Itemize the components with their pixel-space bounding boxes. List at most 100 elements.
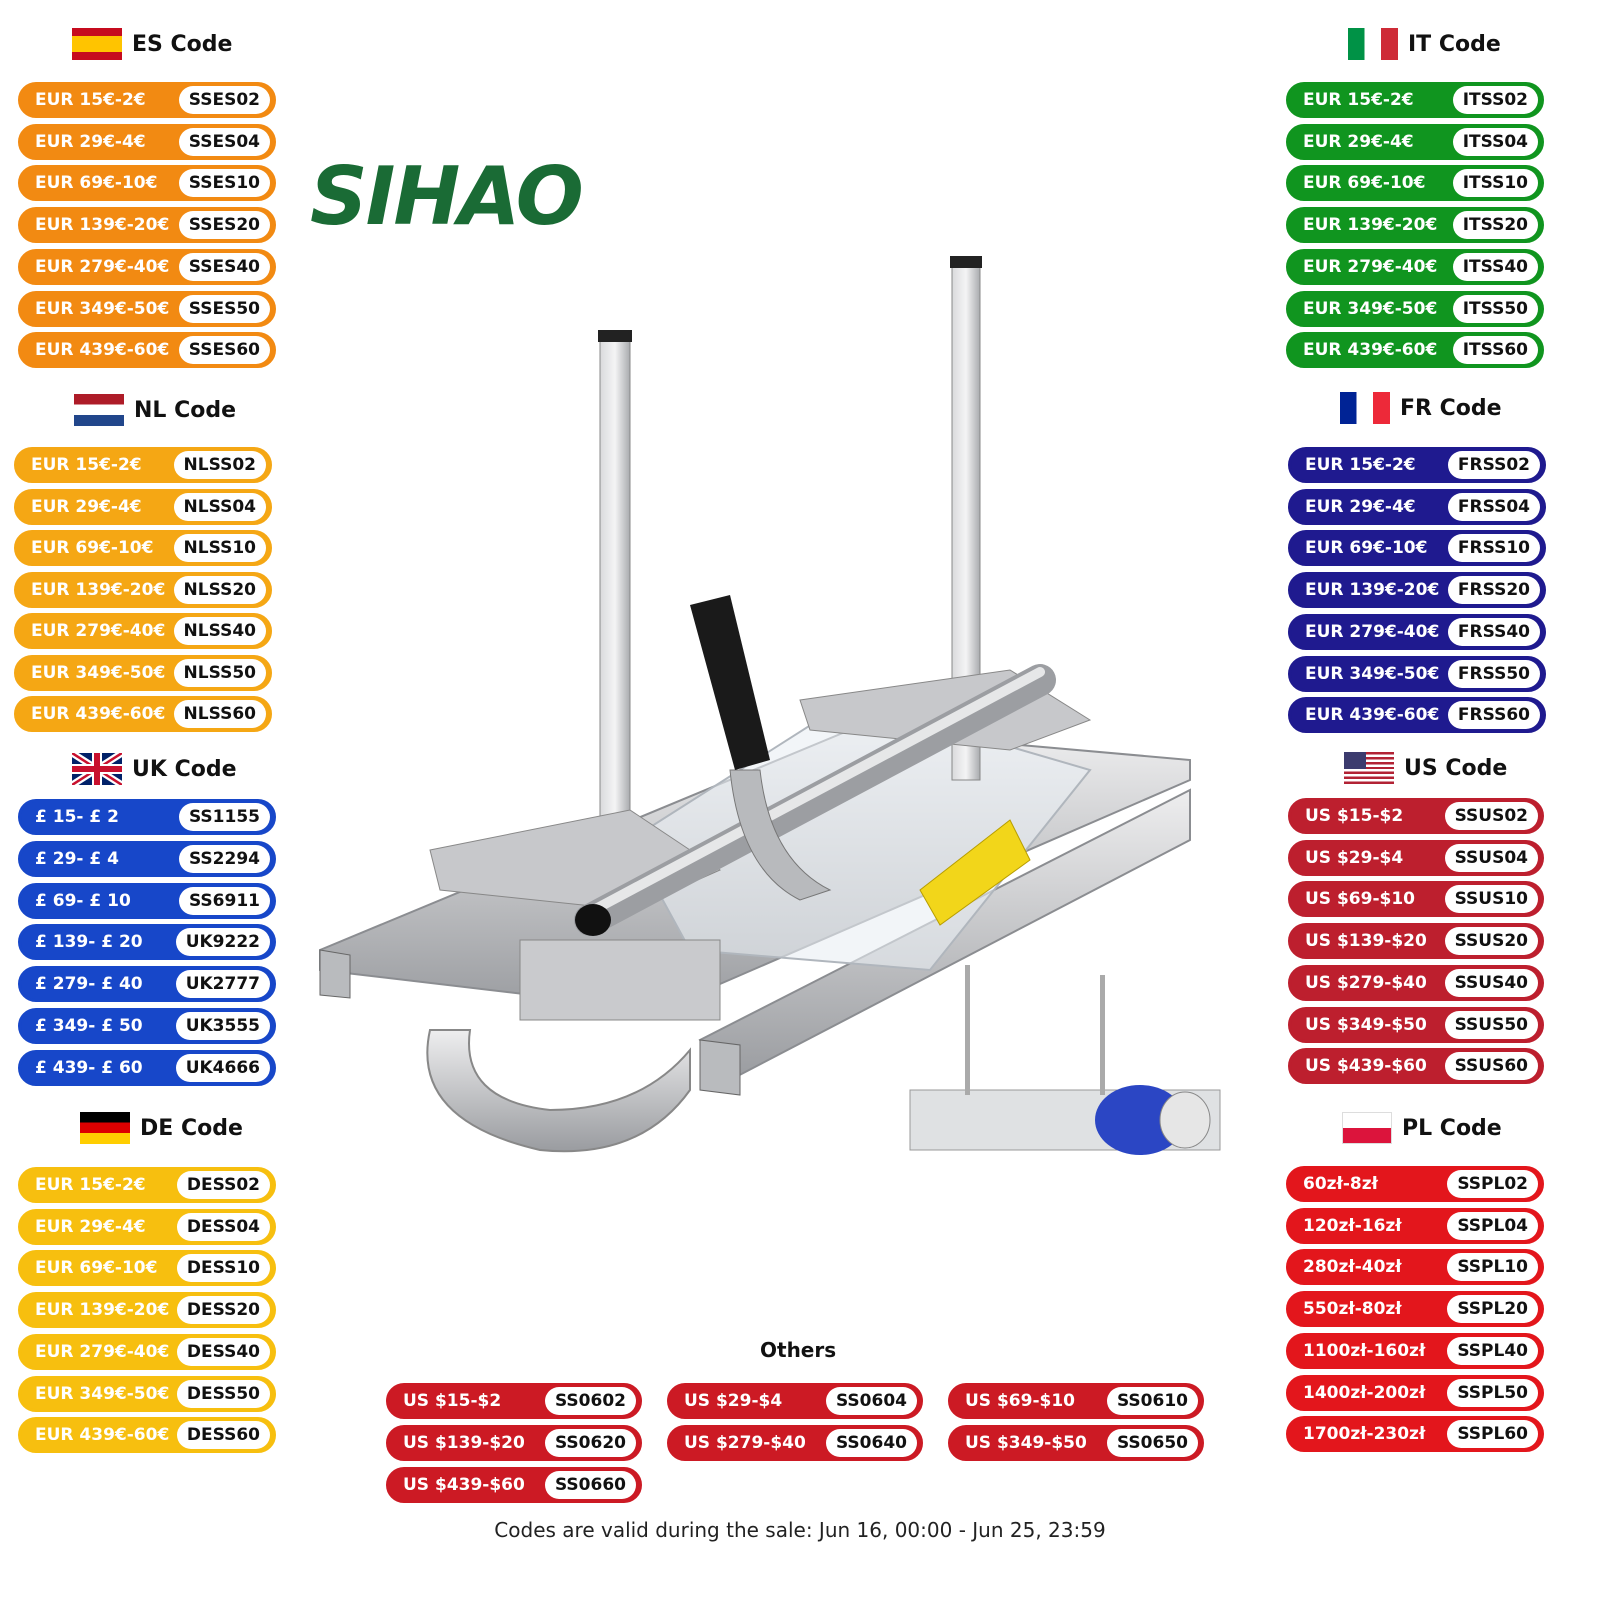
coupon-code: ITSS02 [1452, 86, 1538, 114]
coupon-code: NLSS50 [173, 658, 266, 687]
es-header: ES Code [72, 28, 232, 60]
coupon-price: EUR 349€-50€ [1303, 298, 1438, 319]
de-coupon-row: EUR 439€-60€ DESS60 [18, 1417, 276, 1454]
coupon-price: £ 439- £ 60 [35, 1057, 143, 1078]
coupon-price: £ 349- £ 50 [35, 1016, 143, 1036]
nl-coupon-row: EUR 139€-20€NLSS20 [14, 571, 272, 608]
coupon-code: DESS50 [176, 1379, 270, 1408]
coupon-code: SS6911 [178, 886, 270, 915]
coupon-code: NLSS04 [173, 492, 266, 521]
coupon-price: US $15-$2 [403, 1391, 502, 1411]
chainsaw-mill-product-image [319, 256, 1221, 1155]
coupon-code: FRSS50 [1447, 659, 1540, 688]
coupon-price: EUR 69€-10€ [1305, 538, 1428, 559]
coupon-code: SSPL40 [1447, 1336, 1538, 1365]
coupon-code: SSUS40 [1444, 968, 1538, 997]
coupon-code: DESS04 [176, 1212, 270, 1241]
coupon-price: 1100zł-160zł [1303, 1340, 1426, 1361]
coupon-code: SSPL60 [1447, 1420, 1538, 1449]
coupon-code: FRSS40 [1447, 617, 1540, 646]
coupon-code: SSES04 [178, 127, 270, 156]
de-coupon-row: EUR 29€-4€DESS04 [18, 1208, 276, 1245]
coupon-price: EUR 439€-60€ [35, 1425, 170, 1446]
nl-coupon-row: EUR 15€-2€ NLSS02 [14, 447, 272, 483]
coupon-code: SS0602 [544, 1387, 636, 1415]
fr-coupon-row: EUR 439€-60€FRSS60 [1288, 697, 1546, 734]
it-coupon-row: EUR 279€-40€ITSS40 [1286, 248, 1544, 285]
coupon-code: NLSS02 [173, 451, 266, 479]
coupon-code: ITSS50 [1452, 294, 1538, 323]
coupon-code: SSPL04 [1447, 1211, 1538, 1240]
coupon-price: US $279-$40 [684, 1433, 806, 1453]
pl-title: PL Code [1402, 1115, 1502, 1141]
coupon-code: SSPL50 [1447, 1378, 1538, 1407]
de-header: DE Code [80, 1112, 243, 1144]
coupon-price: EUR 15€-2€ [31, 455, 142, 475]
pl-coupon-row: 1400zł-200zł SSPL50 [1286, 1374, 1544, 1411]
coupon-price: EUR 349€-50€ [31, 662, 166, 683]
coupon-code: ITSS40 [1452, 252, 1538, 281]
coupon-price: EUR 279€-40€ [35, 1341, 170, 1362]
coupon-price: EUR 139€-20€ [31, 579, 166, 600]
coupon-code: SSPL02 [1447, 1170, 1538, 1198]
fr-coupon-row: EUR 139€-20€FRSS20 [1288, 572, 1546, 609]
spain-flag-icon [72, 28, 122, 60]
coupon-price: EUR 29€-4€ [1305, 496, 1416, 517]
coupon-price: 60zł-8zł [1303, 1174, 1378, 1194]
coupon-code: SS0660 [544, 1471, 636, 1499]
coupon-code: SSPL10 [1447, 1253, 1538, 1282]
nl-coupon-row: EUR 349€-50€ NLSS50 [14, 654, 272, 691]
coupon-code: SS0640 [825, 1429, 917, 1457]
coupon-price: EUR 15€-2€ [35, 90, 146, 110]
coupon-code: ITSS10 [1452, 169, 1538, 198]
coupon-price: EUR 349€-50€ [35, 298, 170, 319]
es-coupon-row: EUR 279€-40€SSES40 [18, 248, 276, 285]
es-coupon-row: EUR 29€-4€ SSES04 [18, 123, 276, 160]
coupon-price: EUR 29€-4€ [35, 131, 146, 152]
de-coupon-row: EUR 15€-2€DESS02 [18, 1167, 276, 1203]
it-header: IT Code [1348, 28, 1501, 60]
coupon-code: ITSS60 [1452, 336, 1538, 365]
coupon-price: EUR 15€-2€ [1303, 90, 1414, 110]
coupon-code: SSES10 [178, 169, 270, 198]
fr-coupon-row: EUR 69€-10€FRSS10 [1288, 530, 1546, 567]
coupon-price: US $139-$20 [1305, 931, 1427, 952]
fr-coupon-row: EUR 15€-2€FRSS02 [1288, 447, 1546, 483]
coupon-price: 1400zł-200zł [1303, 1382, 1426, 1403]
es-coupon-row: EUR 69€-10€SSES10 [18, 165, 276, 202]
coupon-price: EUR 69€-10€ [1303, 173, 1426, 194]
coupon-code: FRSS20 [1447, 576, 1540, 605]
coupon-code: DESS10 [176, 1254, 270, 1283]
netherlands-flag-icon [74, 394, 124, 426]
coupon-code: ITSS04 [1452, 127, 1538, 156]
coupon-price: US $29-$4 [1305, 847, 1404, 868]
coupon-price: EUR 279€-40€ [1305, 621, 1440, 642]
de-coupon-row: EUR 139€-20€DESS20 [18, 1292, 276, 1329]
coupon-code: UK9222 [175, 928, 270, 957]
poland-flag-icon [1342, 1112, 1392, 1144]
coupon-price: US $69-$10 [965, 1391, 1075, 1411]
coupon-code: SSUS20 [1444, 927, 1538, 956]
coupon-code: DESS60 [176, 1421, 270, 1450]
coupon-code: SS0650 [1106, 1429, 1198, 1457]
pl-coupon-row: 1100zł-160zł SSPL40 [1286, 1332, 1544, 1369]
italy-flag-icon [1348, 28, 1398, 60]
coupon-price: 280zł-40zł [1303, 1257, 1402, 1278]
coupon-price: EUR 69€-10€ [31, 538, 154, 558]
coupon-code: SSUS10 [1444, 885, 1538, 914]
us-coupon-row: US $139-$20 SSUS20 [1288, 923, 1544, 960]
coupon-price: EUR 15€-2€ [1305, 455, 1416, 475]
